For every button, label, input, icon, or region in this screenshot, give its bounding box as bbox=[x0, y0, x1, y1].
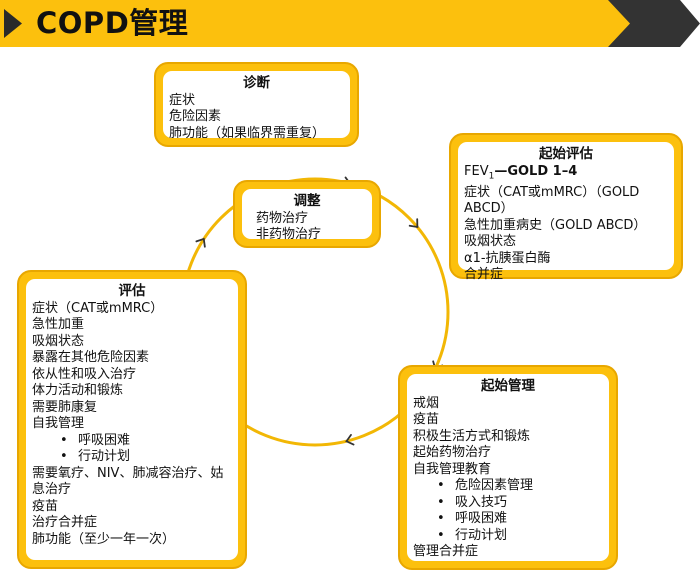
diagnosis-item: 症状 bbox=[169, 92, 196, 108]
evaluate-title: 评估 bbox=[118, 283, 146, 299]
initial-assessment-item: 症状（CAT或mMRC）（GOLD ABCD） bbox=[464, 184, 640, 217]
evaluate-panel: 评估 症状（CAT或mMRC） 急性加重 吸烟状态 暴露在其他危险因素 依从性和… bbox=[26, 279, 238, 560]
initial-assessment-item: α1-抗胰蛋白酶 bbox=[464, 250, 551, 266]
header-banner bbox=[0, 0, 700, 47]
initial-management-item: 戒烟 bbox=[413, 395, 440, 411]
initial-management-panel: 起始管理 戒烟 疫苗 积极生活方式和锻炼 起始药物治疗 自我管理教育 危险因素管… bbox=[407, 374, 609, 561]
initial-assessment-item: 吸烟状态 bbox=[464, 234, 517, 250]
cycle-arrow-icon bbox=[195, 237, 206, 248]
evaluate-item: 肺功能（至少一年一次） bbox=[32, 531, 176, 547]
evaluate-item: 需要氧疗、NIV、肺减容治疗、姑息治疗 bbox=[32, 465, 224, 498]
diagnosis-item: 肺功能（如果临界需重复） bbox=[169, 125, 326, 141]
page-title: COPD管理 bbox=[36, 6, 189, 40]
evaluate-item: 自我管理 bbox=[32, 416, 85, 431]
adjust-item: 非药物治疗 bbox=[256, 227, 322, 242]
initial-management-item: 积极生活方式和锻炼 bbox=[413, 428, 531, 444]
fev-prefix: FEV bbox=[464, 163, 489, 179]
initial-assessment-item: 急性加重病史（GOLD ABCD） bbox=[464, 217, 647, 233]
banner-play-icon bbox=[4, 9, 22, 38]
adjust-item: 药物治疗 bbox=[256, 210, 309, 226]
adjust-title: 调整 bbox=[293, 193, 321, 209]
banner-chevron-icon bbox=[608, 0, 700, 47]
evaluate-item: 吸烟状态 bbox=[32, 333, 85, 349]
evaluate-item: 疫苗 bbox=[32, 498, 59, 514]
initial-assessment-item: 合并症 bbox=[464, 267, 504, 283]
initial-management-item: 起始药物治疗 bbox=[413, 445, 492, 460]
banner-band bbox=[0, 0, 650, 47]
initial-assessment-title: 起始评估 bbox=[539, 146, 593, 162]
evaluate-item: 需要肺康复 bbox=[32, 399, 98, 415]
evaluate-item: 依从性和吸入治疗 bbox=[32, 366, 137, 382]
initial-management-item: 自我管理教育 bbox=[413, 461, 492, 477]
initial-management-sub-item: 吸入技巧 bbox=[413, 495, 603, 512]
initial-assessment-box: 起始评估 FEV1—GOLD 1–4 症状（CAT或mMRC）（GOLD ABC… bbox=[449, 133, 683, 282]
adjust-panel: 调整 药物治疗 非药物治疗 bbox=[242, 189, 372, 242]
evaluate-sub-item: 呼吸困难 bbox=[32, 433, 232, 450]
diagnosis-box: 诊断 症状 危险因素 肺功能（如果临界需重复） bbox=[154, 62, 359, 147]
diagnosis-item: 危险因素 bbox=[169, 109, 222, 124]
evaluate-item: 暴露在其他危险因素 bbox=[32, 350, 150, 365]
initial-management-item: 疫苗 bbox=[413, 412, 440, 427]
fev-line: FEV1—GOLD 1–4 bbox=[464, 164, 668, 185]
initial-management-box: 起始管理 戒烟 疫苗 积极生活方式和锻炼 起始药物治疗 自我管理教育 危险因素管… bbox=[398, 365, 618, 570]
evaluate-box: 评估 症状（CAT或mMRC） 急性加重 吸烟状态 暴露在其他危险因素 依从性和… bbox=[17, 270, 247, 569]
cycle-arrow-icon bbox=[408, 218, 419, 229]
evaluate-item: 治疗合并症 bbox=[32, 515, 98, 530]
evaluate-item: 症状（CAT或mMRC） bbox=[32, 300, 164, 316]
initial-management-sub-item: 呼吸困难 bbox=[413, 511, 603, 528]
initial-management-title: 起始管理 bbox=[481, 378, 535, 394]
initial-management-item: 管理合并症 bbox=[413, 544, 479, 559]
initial-management-sub-item: 行动计划 bbox=[413, 528, 603, 545]
fev-rest: —GOLD 1–4 bbox=[494, 163, 578, 179]
evaluate-item: 急性加重 bbox=[32, 317, 85, 332]
cycle-arrow-icon bbox=[345, 433, 355, 446]
initial-assessment-panel: 起始评估 FEV1—GOLD 1–4 症状（CAT或mMRC）（GOLD ABC… bbox=[458, 142, 674, 282]
evaluate-sub-item: 行动计划 bbox=[32, 449, 232, 466]
evaluate-item: 体力活动和锻炼 bbox=[32, 383, 124, 398]
diagnosis-panel: 诊断 症状 危险因素 肺功能（如果临界需重复） bbox=[163, 71, 350, 141]
adjust-box: 调整 药物治疗 非药物治疗 bbox=[233, 180, 381, 248]
fev-subscript: 1 bbox=[488, 171, 495, 182]
diagnosis-title: 诊断 bbox=[243, 75, 270, 91]
initial-management-sub-item: 危险因素管理 bbox=[413, 478, 603, 495]
